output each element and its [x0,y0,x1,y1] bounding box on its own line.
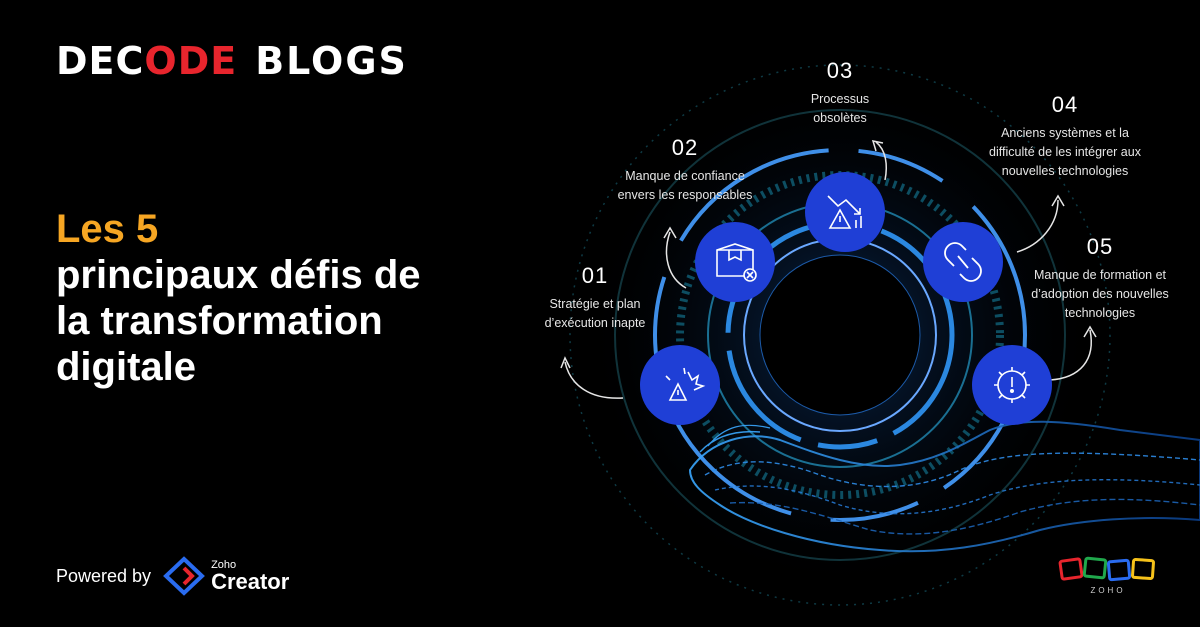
challenge-num-01: 01 [581,263,609,288]
challenge-03-line1: Processus [810,92,870,106]
challenge-num-05: 05 [1086,234,1114,259]
challenge-label-02: 02 Manque de confiance envers les respon… [600,135,770,205]
challenge-circle-04 [923,222,1003,302]
challenge-04-line2: difficulté de les intégrer aux [989,145,1141,159]
challenge-text-04: Anciens systèmes et la difficulté de les… [965,124,1165,181]
challenge-01-line2: d’exécution inapte [544,316,646,330]
challenge-text-02: Manque de confiance envers les responsab… [600,167,770,205]
challenge-text-03: Processus obsolètes [780,90,900,128]
challenge-label-05: 05 Manque de formation et d’adoption des… [1010,234,1190,323]
box-cancel-icon [716,243,757,282]
challenge-05-line2: d’adoption des nouvelles [1031,287,1169,301]
zoho-squares-icon [1058,556,1155,582]
challenge-01-line1: Stratégie et plan [549,297,641,311]
decode-part3: DE [177,39,238,83]
challenge-03-line2: obsolètes [813,111,867,125]
challenge-circle-01 [640,345,720,425]
headline-line3: digitale [56,345,197,389]
declining-chart-warning-icon [827,195,862,229]
broken-chain-icon [944,242,982,282]
challenge-num-03: 03 [826,58,854,83]
powered-by-text: Powered by [56,565,152,586]
headline: Les 5 principaux défis de la transformat… [56,206,526,390]
challenge-circle-03 [805,172,885,252]
powered-by: Powered by Zoho Creator [56,556,289,596]
challenge-label-03: 03 Processus obsolètes [780,58,900,128]
challenge-circle-02 [695,222,775,302]
decode-part1: DEC [56,39,145,83]
challenge-04-line1: Anciens systèmes et la [1001,126,1129,140]
decode-wordmark: DECODE [56,42,237,80]
challenge-05-line3: technologies [1064,306,1136,320]
decode-part2: O [144,39,178,83]
creator-diamond-icon [163,556,205,596]
challenge-text-01: Stratégie et plan d’exécution inapte [520,295,670,333]
creator-brand-big: Creator [211,569,290,594]
challenge-05-line1: Manque de formation et [1033,268,1167,282]
headline-line1: principaux défis de [56,253,421,297]
gear-alert-icon [994,367,1030,403]
blogs-wordmark: BLOGS [255,39,408,83]
challenge-02-line2: envers les responsables [617,188,753,202]
decode-blogs-logo: DECODE BLOGS [56,42,408,80]
creator-brand-small: Zoho [211,559,237,571]
challenge-02-line1: Manque de confiance [625,169,745,183]
challenge-circle-05 [972,345,1052,425]
challenge-label-04: 04 Anciens systèmes et la difficulté de … [965,92,1165,181]
connector-arrows [560,140,1097,399]
explosion-warning-icon [665,367,706,401]
zoho-wordmark: ZOHO [1090,586,1126,595]
challenge-num-04: 04 [1051,92,1079,117]
challenge-num-02: 02 [671,135,699,160]
challenge-text-05: Manque de formation et d’adoption des no… [1010,266,1190,323]
zoho-logo: ZOHO [1058,556,1158,598]
challenge-label-01: 01 Stratégie et plan d’exécution inapte [520,263,670,333]
challenge-04-line3: nouvelles technologies [1001,164,1129,178]
zoho-creator-logo: Zoho Creator [163,556,289,596]
headline-line2: la transformation [56,299,383,343]
headline-accent: Les 5 [56,207,159,251]
